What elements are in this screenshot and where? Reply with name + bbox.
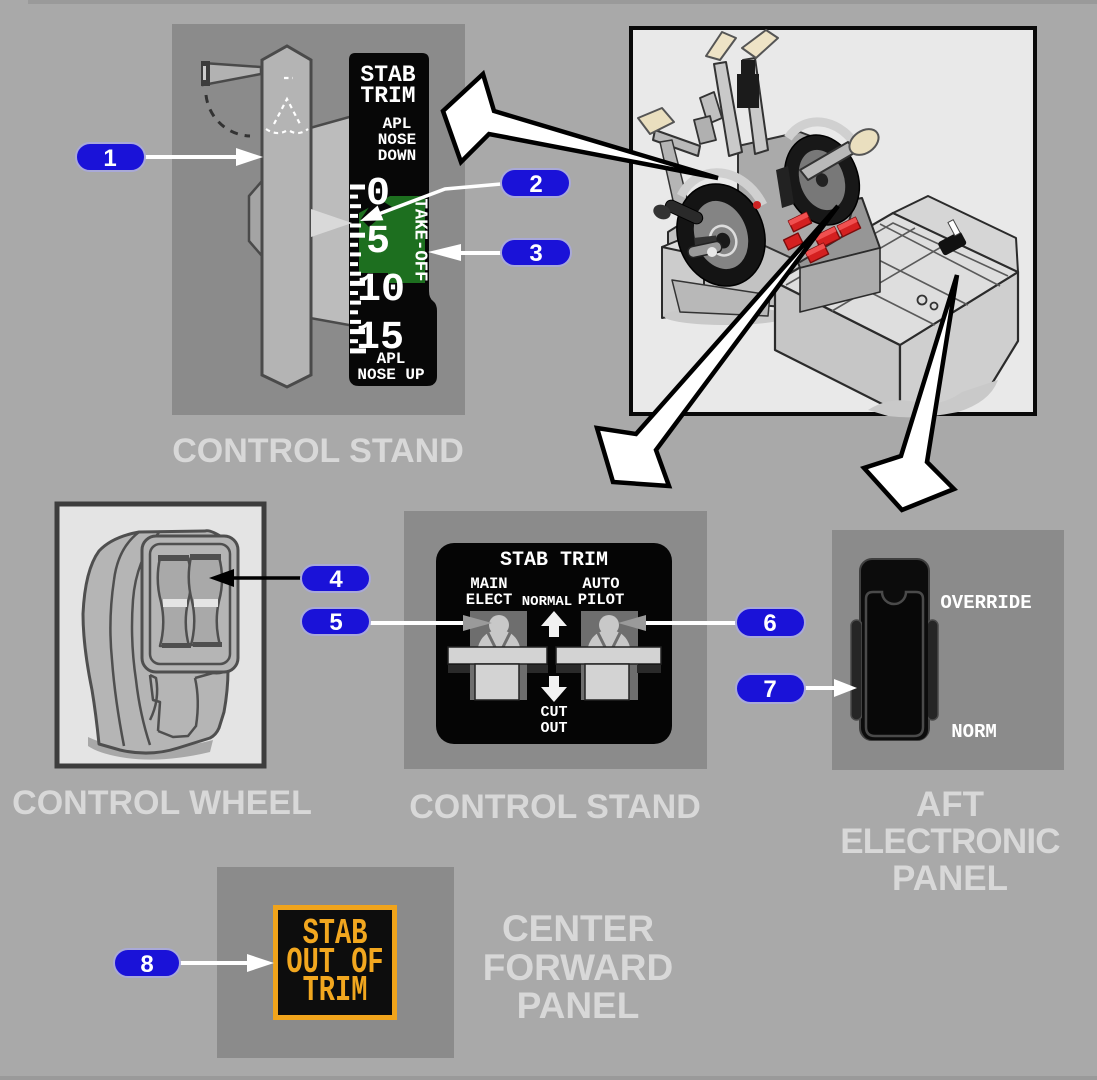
svg-text:AFT: AFT [916,785,984,824]
svg-text:PILOT: PILOT [578,591,625,609]
svg-text:CONTROL WHEEL: CONTROL WHEEL [12,784,312,822]
svg-text:10: 10 [357,268,405,313]
svg-text:2: 2 [529,171,542,198]
svg-text:TRIM: TRIM [360,83,415,109]
svg-text:OVERRIDE: OVERRIDE [940,592,1031,614]
svg-text:NORMAL: NORMAL [522,594,572,610]
svg-text:MAIN: MAIN [470,575,507,593]
svg-text:AUTO: AUTO [582,575,619,593]
svg-text:DOWN: DOWN [378,147,416,165]
svg-text:NOSE UP: NOSE UP [357,366,424,384]
svg-text:3: 3 [529,240,542,267]
svg-text:1: 1 [103,145,116,172]
svg-text:8: 8 [140,951,153,978]
svg-text:OUT: OUT [540,720,567,737]
svg-text:5: 5 [329,609,342,636]
svg-text:APL: APL [383,115,412,133]
svg-text:PANEL: PANEL [892,859,1008,898]
svg-text:ELECTRONIC: ELECTRONIC [840,822,1060,861]
svg-text:4: 4 [329,566,343,593]
svg-text:6: 6 [763,610,776,637]
svg-text:OUT OF: OUT OF [286,941,383,983]
svg-text:CONTROL STAND: CONTROL STAND [172,432,464,470]
svg-text:CENTER: CENTER [502,908,654,949]
svg-text:APL: APL [377,350,406,368]
svg-text:STAB: STAB [360,62,415,88]
svg-text:CUT: CUT [540,704,567,721]
svg-text:TAKE-OFF: TAKE-OFF [410,199,430,282]
svg-text:NOSE: NOSE [378,131,416,149]
svg-text:CONTROL STAND: CONTROL STAND [409,788,701,826]
svg-text:STAB: STAB [303,912,368,954]
svg-text:7: 7 [763,676,776,703]
svg-text:PANEL: PANEL [517,985,640,1026]
svg-text:NORM: NORM [951,721,997,743]
svg-text:TRIM: TRIM [303,969,368,1011]
svg-text:5: 5 [366,220,390,265]
svg-text:STAB TRIM: STAB TRIM [500,549,608,572]
svg-text:15: 15 [356,316,404,361]
svg-text:FORWARD: FORWARD [483,947,673,988]
svg-text:ELECT: ELECT [466,591,513,609]
